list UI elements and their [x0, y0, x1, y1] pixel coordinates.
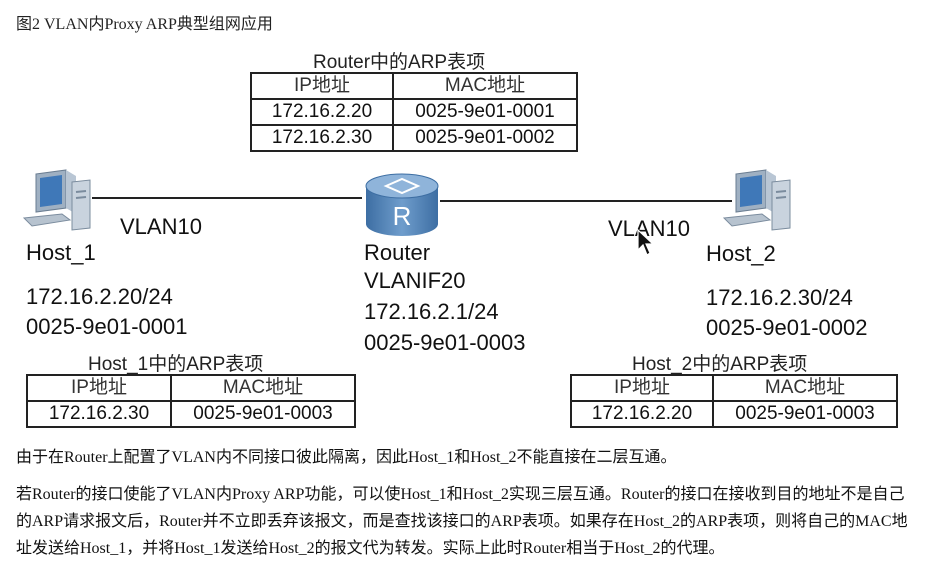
host2-mac: 0025-9e01-0002 [706, 315, 868, 340]
router-name: Router [364, 240, 431, 265]
router-icon: R [365, 173, 439, 236]
explanation-paragraph-2: 若Router的接口使能了VLAN内Proxy ARP功能，可以使Host_1和… [16, 486, 908, 557]
header-ip: IP地址 [570, 374, 714, 402]
table-header-row: IP地址 MAC地址 [250, 72, 578, 100]
host2-arp-caption: Host_2中的ARP表项 [632, 354, 808, 375]
link-host1-router [92, 197, 362, 199]
explanation-paragraph-1: 由于在Router上配置了VLAN内不同接口彼此隔离，因此Host_1和Host… [16, 449, 677, 466]
host1-ip: 172.16.2.20/24 [26, 284, 173, 309]
table-row: 172.16.2.20 0025-9e01-0003 [570, 400, 898, 428]
host2-arp-table: IP地址 MAC地址 172.16.2.20 0025-9e01-0003 [570, 374, 898, 428]
host1-name: Host_1 [26, 240, 96, 265]
host2-ip: 172.16.2.30/24 [706, 285, 853, 310]
link-router-host2 [440, 200, 732, 202]
header-ip: IP地址 [250, 72, 394, 100]
table-header-row: IP地址 MAC地址 [570, 374, 898, 402]
table-row: 172.16.2.30 0025-9e01-0003 [26, 400, 356, 428]
table-header-row: IP地址 MAC地址 [26, 374, 356, 402]
cell-ip: 172.16.2.30 [250, 124, 394, 152]
router-arp-table: IP地址 MAC地址 172.16.2.20 0025-9e01-0001 17… [250, 72, 578, 152]
vlan-label-left: VLAN10 [120, 214, 202, 239]
header-mac: MAC地址 [712, 374, 898, 402]
router-letter: R [393, 201, 412, 231]
table-row: 172.16.2.30 0025-9e01-0002 [250, 124, 578, 152]
cell-mac: 0025-9e01-0003 [170, 400, 356, 428]
mouse-cursor-icon [637, 228, 655, 256]
host1-arp-table: IP地址 MAC地址 172.16.2.30 0025-9e01-0003 [26, 374, 356, 428]
vlan-label-right: VLAN10 [608, 216, 690, 241]
pc-icon [722, 169, 791, 231]
cell-ip: 172.16.2.20 [250, 98, 394, 126]
cell-mac: 0025-9e01-0001 [392, 98, 578, 126]
router-ip: 172.16.2.1/24 [364, 299, 499, 324]
header-mac: MAC地址 [392, 72, 578, 100]
header-mac: MAC地址 [170, 374, 356, 402]
host2-name: Host_2 [706, 241, 776, 266]
cell-mac: 0025-9e01-0002 [392, 124, 578, 152]
router-arp-caption: Router中的ARP表项 [313, 52, 486, 73]
host1-arp-caption: Host_1中的ARP表项 [88, 354, 264, 375]
router-interface: VLANIF20 [364, 268, 466, 293]
figure-title: 图2 VLAN内Proxy ARP典型组网应用 [16, 16, 273, 33]
cell-mac: 0025-9e01-0003 [712, 400, 898, 428]
table-row: 172.16.2.20 0025-9e01-0001 [250, 98, 578, 126]
header-ip: IP地址 [26, 374, 172, 402]
cell-ip: 172.16.2.30 [26, 400, 172, 428]
host1-mac: 0025-9e01-0001 [26, 314, 188, 339]
router-mac: 0025-9e01-0003 [364, 330, 526, 355]
cell-ip: 172.16.2.20 [570, 400, 714, 428]
pc-icon [22, 169, 91, 231]
